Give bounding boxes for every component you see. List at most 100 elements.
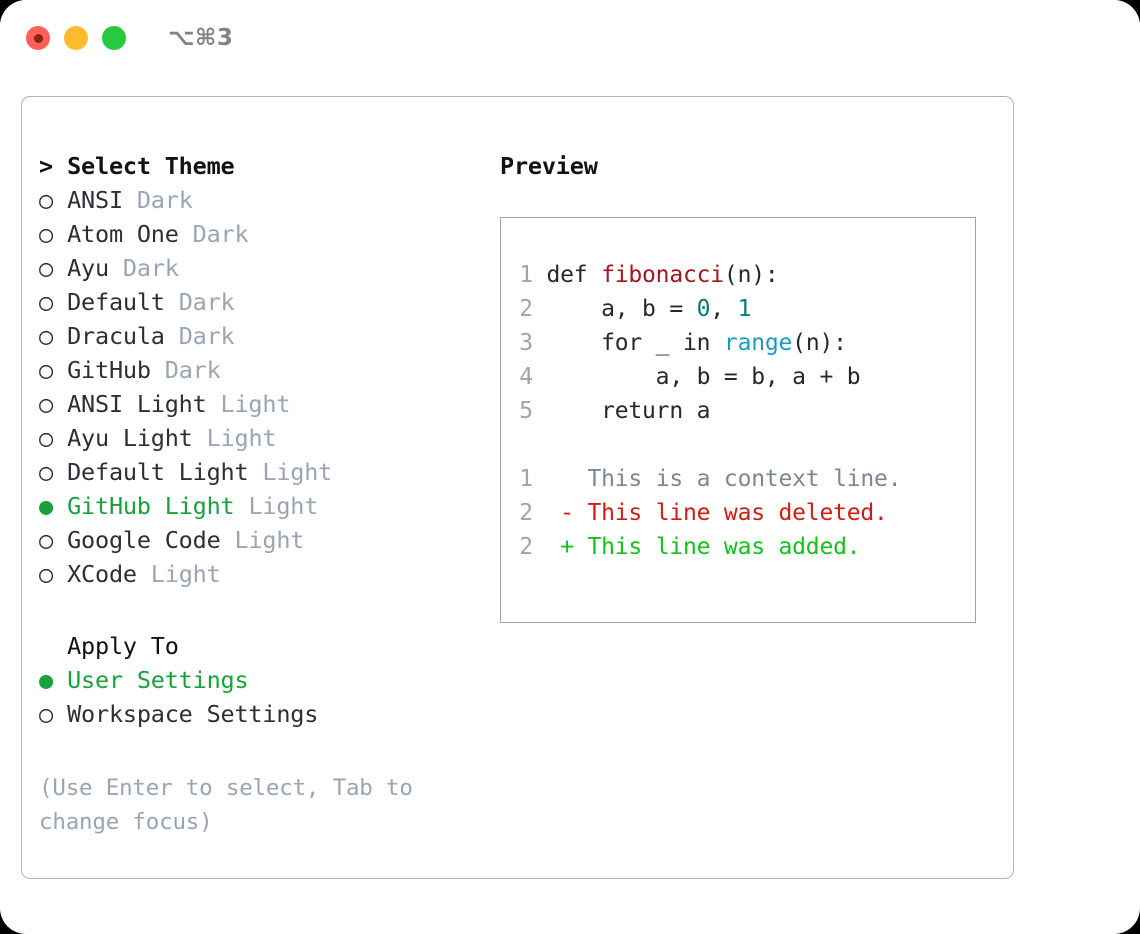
diff-line-added: 2 + This line was added.: [519, 530, 975, 564]
code-token-plain: def: [546, 262, 602, 288]
theme-option-default-light[interactable]: ○ Default Light Light: [39, 455, 496, 489]
theme-variant-badge: Light: [234, 526, 305, 554]
theme-option-label: Default Light: [67, 458, 249, 486]
apply-heading-label: Apply To: [67, 632, 179, 660]
select-theme-heading: > Select Theme: [39, 149, 496, 183]
theme-option-github[interactable]: ○ GitHub Dark: [39, 353, 496, 387]
preview-column: Preview 1 def fibonacci(n):2 a, b = 0, 1…: [496, 97, 1013, 878]
diff-marker-icon: -: [560, 500, 574, 526]
theme-variant-badge: Dark: [192, 220, 249, 248]
diff-marker-icon: +: [560, 534, 574, 560]
theme-option-github-light[interactable]: ● GitHub Light Light: [39, 489, 496, 523]
theme-selection-column: > Select Theme ○ ANSI Dark○ Atom One Dar…: [22, 97, 496, 878]
diff-line-deleted: 2 - This line was deleted.: [519, 496, 975, 530]
line-number: 1: [519, 466, 533, 492]
theme-option-label: GitHub: [67, 356, 151, 384]
code-token-plain: for _ in: [546, 330, 724, 356]
apply-to-list: ● User Settings○ Workspace Settings: [39, 663, 496, 731]
theme-option-ansi[interactable]: ○ ANSI Dark: [39, 183, 496, 217]
apply-option-user-settings[interactable]: ● User Settings: [39, 663, 496, 697]
theme-option-label: Atom One: [67, 220, 179, 248]
keyboard-hint: (Use Enter to select, Tab to change focu…: [39, 775, 413, 835]
theme-variant-badge: Light: [248, 492, 319, 520]
diff-sample: 1 This is a context line. 2 - This line w…: [519, 462, 975, 564]
dialog-panel: > Select Theme ○ ANSI Dark○ Atom One Dar…: [21, 96, 1014, 879]
radio-unselected-icon: ○: [39, 356, 53, 384]
theme-option-ayu-light[interactable]: ○ Ayu Light Light: [39, 421, 496, 455]
title-bar: ⌥⌘3: [0, 0, 1140, 76]
theme-variant-badge: Dark: [178, 288, 235, 316]
line-number: 4: [519, 364, 533, 390]
code-line: 5 return a: [519, 394, 975, 428]
radio-unselected-icon: ○: [39, 526, 53, 554]
theme-variant-badge: Light: [262, 458, 333, 486]
shortcut-label: ⌥⌘3: [168, 25, 234, 51]
radio-unselected-icon: ○: [39, 186, 53, 214]
theme-variant-badge: Dark: [178, 322, 235, 350]
code-line: 3 for _ in range(n):: [519, 326, 975, 360]
code-line: 2 a, b = 0, 1: [519, 292, 975, 326]
apply-option-label: Workspace Settings: [67, 700, 319, 728]
theme-option-label: ANSI Light: [67, 390, 207, 418]
minimize-button[interactable]: [64, 26, 88, 50]
code-token-call: range: [723, 330, 793, 356]
theme-option-atom-one[interactable]: ○ Atom One Dark: [39, 217, 496, 251]
line-number: 1: [519, 262, 533, 288]
theme-variant-badge: Light: [220, 390, 291, 418]
theme-option-xcode[interactable]: ○ XCode Light: [39, 557, 496, 591]
theme-option-label: ANSI: [67, 186, 123, 214]
code-diff-spacer: [519, 428, 975, 462]
theme-option-label: XCode: [67, 560, 137, 588]
radio-unselected-icon: ○: [39, 288, 53, 316]
line-number: 2: [519, 534, 533, 560]
close-button[interactable]: [26, 26, 50, 50]
radio-unselected-icon: ○: [39, 322, 53, 350]
code-token-fn: fibonacci: [601, 262, 724, 288]
preview-title: Preview: [500, 152, 598, 180]
code-token-plain: (n):: [723, 262, 779, 288]
heading-label: Select Theme: [67, 152, 235, 180]
close-icon: [33, 33, 43, 43]
theme-option-label: Default: [67, 288, 165, 316]
code-token-num: 1: [737, 296, 752, 322]
theme-option-ayu[interactable]: ○ Ayu Dark: [39, 251, 496, 285]
radio-unselected-icon: ○: [39, 254, 53, 282]
theme-variant-badge: Dark: [122, 254, 179, 282]
zoom-button[interactable]: [102, 26, 126, 50]
diff-line-text: This is a context line.: [587, 466, 902, 492]
apply-to-heading: Apply To: [39, 629, 496, 663]
code-line: 1 def fibonacci(n):: [519, 258, 975, 292]
theme-variant-badge: Dark: [136, 186, 193, 214]
theme-option-label: GitHub Light: [67, 492, 235, 520]
apply-option-workspace-settings[interactable]: ○ Workspace Settings: [39, 697, 496, 731]
theme-option-label: Ayu: [67, 254, 109, 282]
line-number: 2: [519, 500, 533, 526]
radio-unselected-icon: ○: [39, 560, 53, 588]
theme-option-dracula[interactable]: ○ Dracula Dark: [39, 319, 496, 353]
diff-marker-icon: [560, 466, 574, 492]
line-number: 3: [519, 330, 533, 356]
diff-line-text: This line was deleted.: [587, 500, 888, 526]
diff-line-text: This line was added.: [587, 534, 861, 560]
theme-variant-badge: Light: [206, 424, 277, 452]
theme-option-default[interactable]: ○ Default Dark: [39, 285, 496, 319]
theme-list: ○ ANSI Dark○ Atom One Dark○ Ayu Dark○ De…: [39, 183, 496, 591]
code-token-plain: ,: [710, 296, 738, 322]
radio-selected-icon: ●: [39, 492, 53, 520]
window-controls: [26, 26, 126, 50]
theme-option-ansi-light[interactable]: ○ ANSI Light Light: [39, 387, 496, 421]
radio-unselected-icon: ○: [39, 458, 53, 486]
apply-option-label: User Settings: [67, 666, 249, 694]
code-token-plain: a, b = b, a + b: [546, 364, 861, 390]
radio-unselected-icon: ○: [39, 220, 53, 248]
theme-option-google-code[interactable]: ○ Google Code Light: [39, 523, 496, 557]
theme-variant-badge: Dark: [164, 356, 221, 384]
code-token-plain: a, b =: [546, 296, 697, 322]
theme-option-label: Dracula: [67, 322, 165, 350]
theme-option-label: Google Code: [67, 526, 221, 554]
radio-selected-icon: ●: [39, 666, 53, 694]
line-number: 5: [519, 398, 533, 424]
